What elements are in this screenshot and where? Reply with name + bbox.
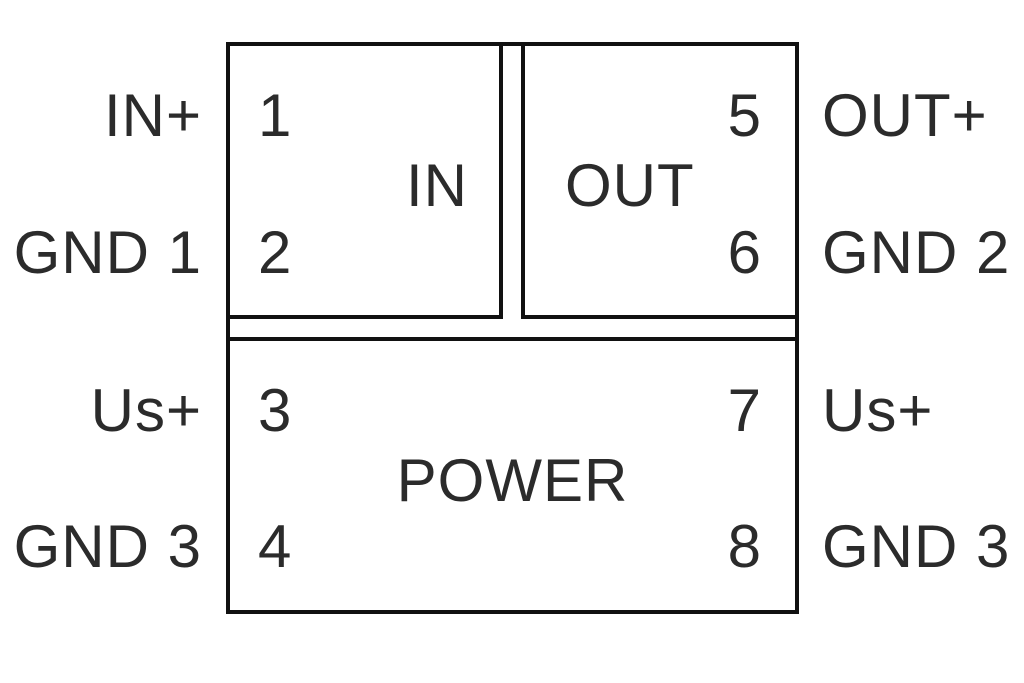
- right-edge-connector-line: [795, 317, 799, 339]
- pin-2-signal-label: GND 1: [13, 219, 202, 286]
- pin-8-signal-label: GND 3: [822, 513, 1011, 580]
- pin-7-number: 7: [727, 377, 762, 444]
- pin-7-signal-label: Us+: [822, 377, 934, 444]
- in-block-label: IN: [406, 152, 468, 219]
- pin-1-signal-label: IN+: [103, 82, 202, 149]
- power-block-box: [226, 337, 799, 614]
- pin-1-number: 1: [258, 82, 293, 149]
- pin-6-signal-label: GND 2: [822, 219, 1011, 286]
- left-edge-connector-line: [226, 317, 230, 339]
- top-edge-connector-line: [501, 42, 523, 46]
- in-block-box: [226, 42, 503, 319]
- pin-5-number: 5: [727, 82, 762, 149]
- pin-8-number: 8: [727, 513, 762, 580]
- out-block-box: [521, 42, 799, 319]
- out-block-label: OUT: [565, 152, 695, 219]
- pin-3-signal-label: Us+: [90, 377, 202, 444]
- pin-4-signal-label: GND 3: [13, 513, 202, 580]
- pin-2-number: 2: [258, 219, 293, 286]
- power-block-label: POWER: [396, 447, 629, 514]
- pin-6-number: 6: [727, 219, 762, 286]
- pin-4-number: 4: [258, 513, 293, 580]
- pin-5-signal-label: OUT+: [822, 82, 988, 149]
- pin-3-number: 3: [258, 377, 293, 444]
